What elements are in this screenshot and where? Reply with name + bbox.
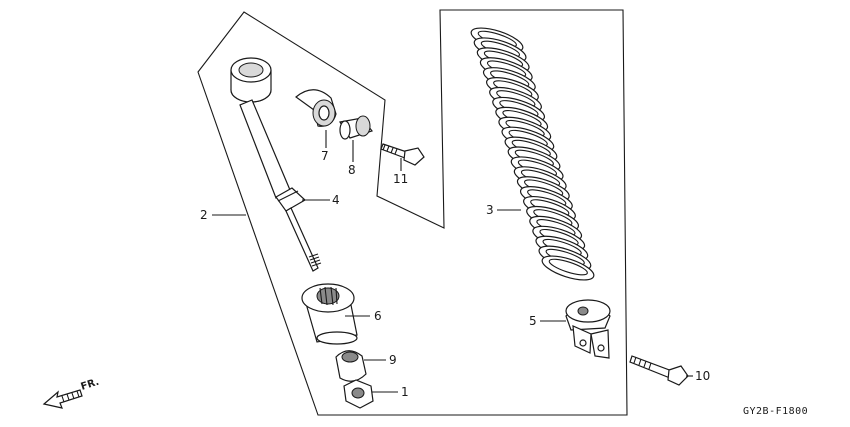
bushing-rubber [295,89,337,127]
callout-8: 8 [348,163,356,177]
callout-2: 2 [200,208,208,222]
coil-spring [470,27,595,281]
callout-1: 1 [401,385,409,399]
hex-nut [343,379,374,409]
callout-10: 10 [695,369,710,383]
callout-6: 6 [374,309,382,323]
diagram-code: GY2B-F1800 [743,406,808,417]
front-direction-arrow: FR. [42,377,101,409]
assembly-boundary [197,9,628,416]
flange-bolt-upper [380,143,425,166]
shock-absorber-damper [230,57,322,272]
callout-9: 9 [389,353,397,367]
flange-bolt-lower [629,355,689,386]
direction-label: FR. [80,377,101,393]
callout-11: 11 [393,172,408,186]
callout-7: 7 [321,149,329,163]
lower-joint-bracket [565,299,611,359]
spring-seat-lower [301,283,358,345]
callout-5: 5 [529,314,537,328]
rubber-bush [335,350,367,382]
callout-4: 4 [332,193,340,207]
collar-sleeve [339,115,373,140]
leader-lines [212,130,693,393]
callout-3: 3 [486,203,494,217]
